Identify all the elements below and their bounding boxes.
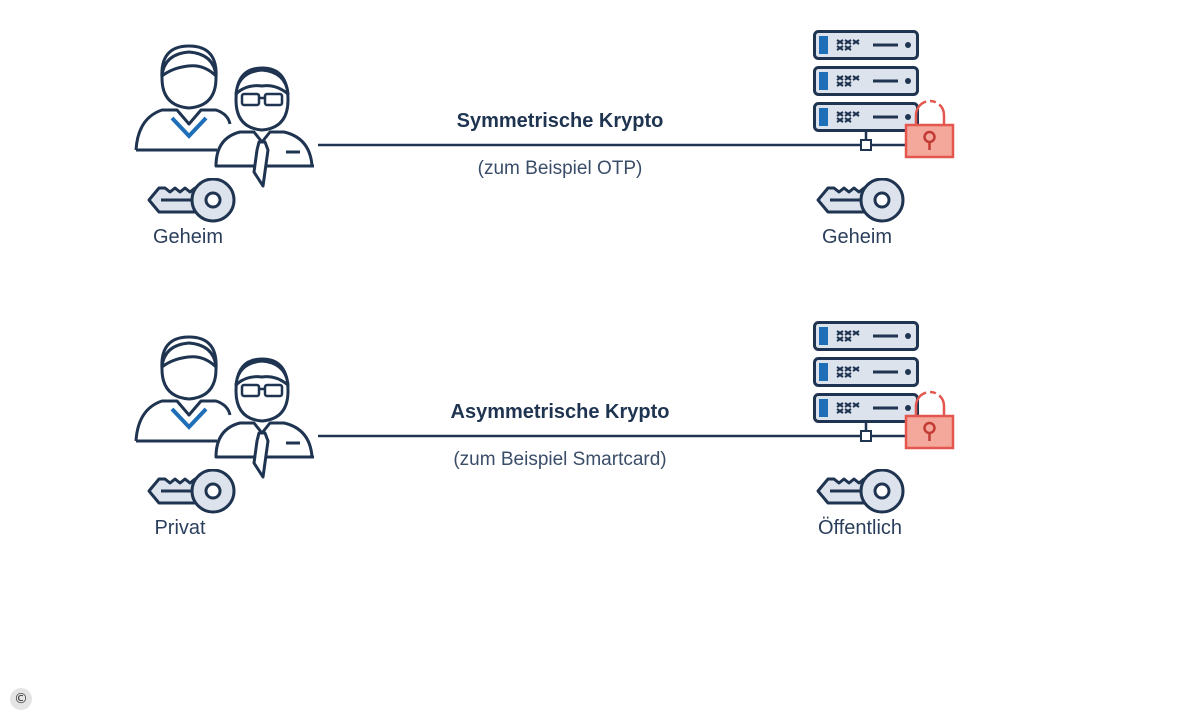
client-key-label: Privat [154,517,206,539]
server-unit-icon [813,357,919,387]
row-title: Asymmetrische Krypto [450,401,670,423]
row-subtitle: (zum Beispiel Smartcard) [453,449,667,470]
server-unit-icon [813,393,919,423]
client-key-label: Geheim [152,226,224,248]
server-unit-icon [813,102,919,132]
diagram-art-asymmetric [134,321,955,514]
diagram-art-symmetric [134,30,955,223]
users-icon [134,335,316,479]
key-icon-server [816,469,905,514]
users-icon [134,44,316,188]
server-unit-icon [813,30,919,60]
server-key-label: Geheim [821,226,893,248]
row-title: Symmetrische Krypto [456,110,664,132]
server-unit-icon [813,66,919,96]
scene-symmetric: Symmetrische Krypto (zum Beispiel OTP) G… [0,0,1200,300]
key-icon-client [147,178,236,223]
copyright-icon: © [10,688,32,710]
server-key-label: Öffentlich [817,517,903,539]
row-subtitle: (zum Beispiel OTP) [477,158,643,179]
key-icon-server [816,178,905,223]
key-icon-client [147,469,236,514]
server-unit-icon [813,321,919,351]
scene-asymmetric: Asymmetrische Krypto (zum Beispiel Smart… [0,291,1200,591]
